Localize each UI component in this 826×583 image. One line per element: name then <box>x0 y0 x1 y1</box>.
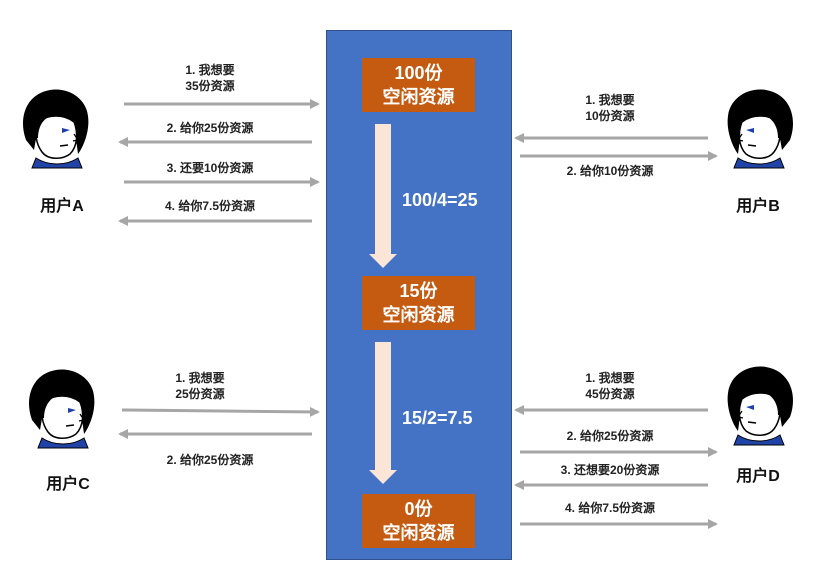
user-d-name: 用户D <box>736 468 780 485</box>
user-c-arrows <box>118 406 320 439</box>
user-c-message: 2. 给你25份资源 <box>166 453 254 467</box>
flow-arrow-2 <box>369 342 397 484</box>
user-b-face-icon <box>726 88 794 169</box>
user-a-name: 用户A <box>40 198 84 215</box>
user-d-arrows <box>514 405 718 529</box>
user-b-message: 2. 给你10份资源 <box>566 164 654 178</box>
user-d-message: 3. 还想要20份资源 <box>560 463 660 477</box>
user-b-name: 用户B <box>736 198 780 215</box>
user-b-arrows <box>514 133 718 161</box>
user-d-message: 2. 给你25份资源 <box>566 429 654 443</box>
flow-arrow-1 <box>369 124 397 268</box>
user-a-message: 1. 我想要 35份资源 <box>185 63 235 93</box>
pool-stage-amount: 15份 <box>399 281 438 301</box>
user-d-face-icon <box>726 365 794 446</box>
calculation-label: 100/4=25 <box>402 190 478 210</box>
pool-stage-amount: 0份 <box>404 499 433 519</box>
pool-stage-amount: 100份 <box>394 63 443 83</box>
user-a-arrows <box>118 99 320 226</box>
user-a-message: 3. 还要10份资源 <box>166 161 254 175</box>
pool-stage-box: 100份 空闲资源 <box>362 58 475 112</box>
user-a-message: 2. 给你25份资源 <box>166 121 254 135</box>
user-c-name: 用户C <box>46 476 90 493</box>
user-a-message: 4. 给你7.5份资源 <box>164 199 256 213</box>
user-d-message: 1. 我想要 45份资源 <box>585 371 635 401</box>
user-c-face-icon <box>28 368 96 449</box>
user-b-message: 1. 我想要 10份资源 <box>585 93 635 123</box>
pool-stage-box: 0份 空闲资源 <box>362 494 475 548</box>
pool-stage-label: 空闲资源 <box>382 87 455 107</box>
pool-stage-label: 空闲资源 <box>382 523 455 543</box>
calculation-label: 15/2=7.5 <box>402 408 473 428</box>
pool-stage-box: 15份 空闲资源 <box>362 276 475 330</box>
user-c-message: 1. 我想要 25份资源 <box>175 371 225 401</box>
pool-stage-label: 空闲资源 <box>382 305 455 325</box>
user-a-face-icon <box>22 88 90 169</box>
user-d-message: 4. 给你7.5份资源 <box>564 501 656 515</box>
